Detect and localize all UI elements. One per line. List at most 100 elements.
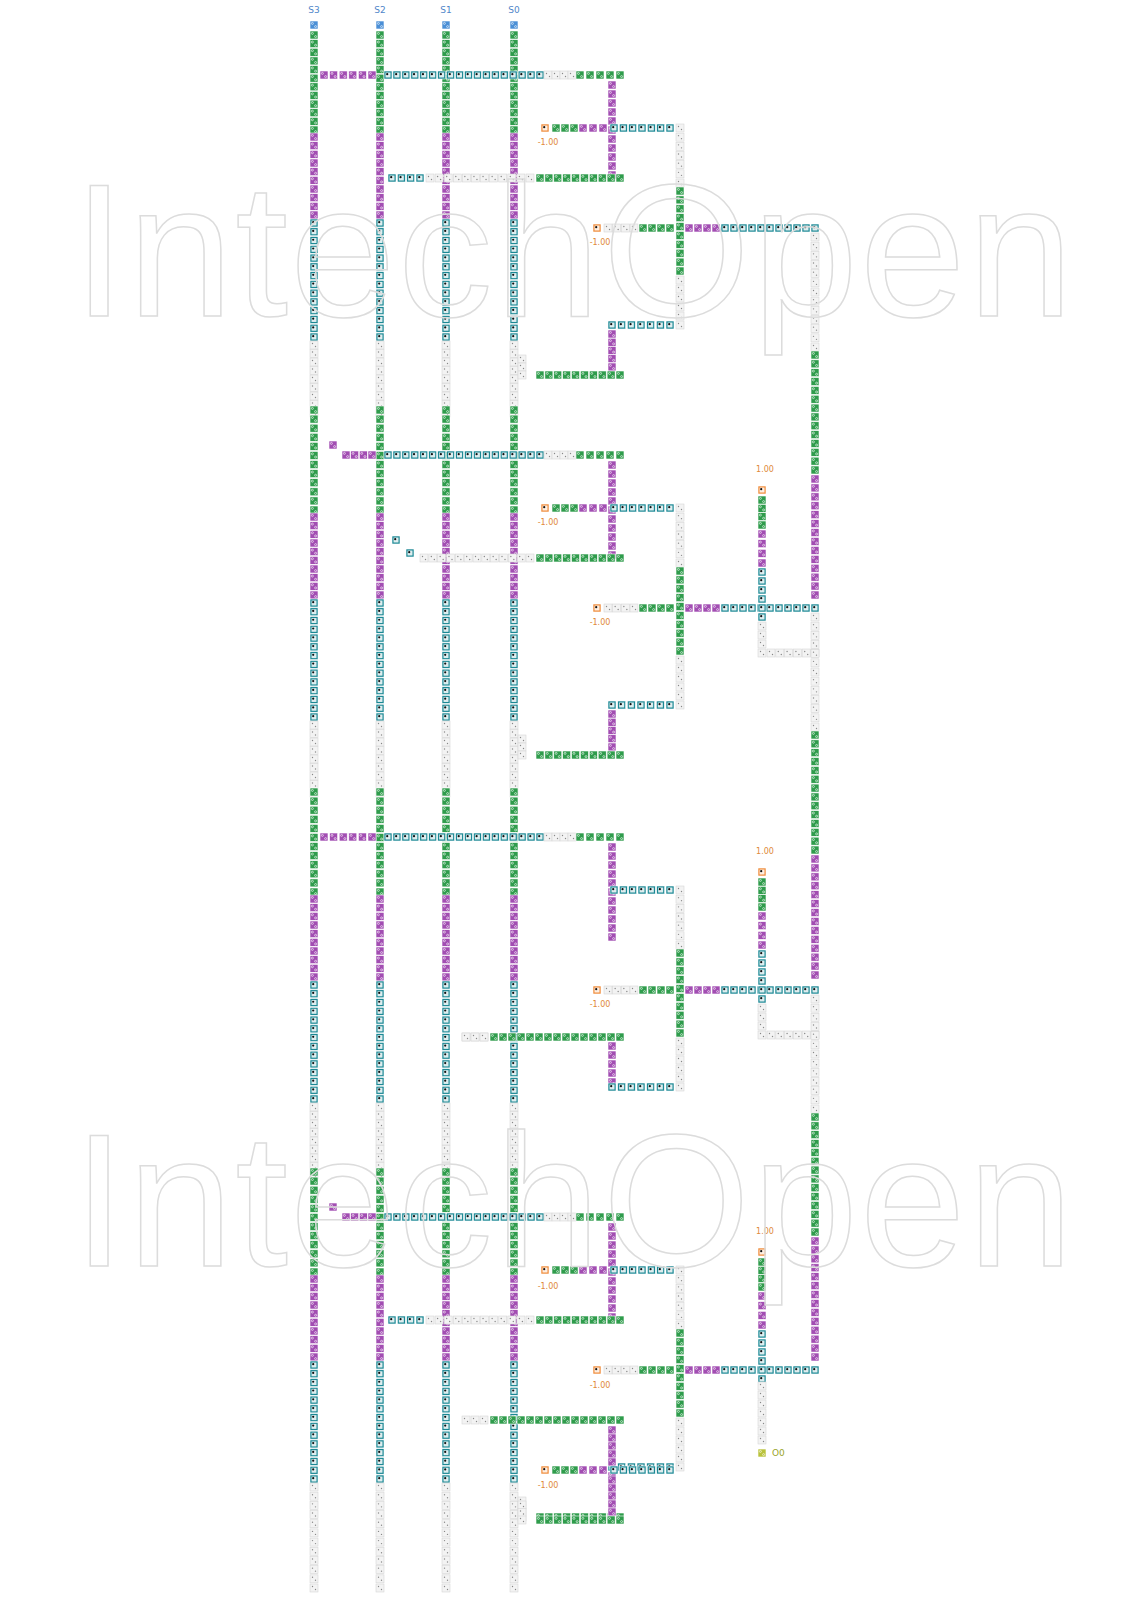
qca-cell bbox=[676, 1074, 684, 1082]
qca-cell bbox=[657, 1466, 665, 1474]
qca-cell bbox=[442, 747, 450, 755]
qca-cell bbox=[758, 1409, 766, 1417]
qca-cell bbox=[811, 846, 819, 854]
qca-cell bbox=[758, 986, 766, 994]
qca-cell bbox=[442, 938, 450, 946]
qca-cell bbox=[510, 461, 518, 469]
qca-cell bbox=[442, 721, 450, 729]
qca-cell bbox=[721, 1366, 729, 1374]
qca-cell bbox=[554, 751, 562, 759]
qca-cell bbox=[639, 604, 647, 612]
qca-cell bbox=[598, 371, 606, 379]
qca-cell bbox=[608, 1426, 616, 1434]
qca-cell bbox=[339, 71, 347, 79]
qca-cell bbox=[811, 1344, 819, 1352]
qca-cell bbox=[544, 451, 552, 459]
qca-cell bbox=[775, 986, 783, 994]
qca-cell bbox=[500, 554, 508, 562]
qca-cell bbox=[802, 604, 810, 612]
qca-cell bbox=[376, 956, 384, 964]
qca-cell bbox=[310, 608, 318, 616]
qca-cell bbox=[572, 371, 580, 379]
qca-cell bbox=[342, 451, 350, 459]
qca-cell bbox=[510, 755, 518, 763]
qca-cell bbox=[442, 843, 450, 851]
qca-cell bbox=[310, 1529, 318, 1537]
qca-cell bbox=[456, 71, 464, 79]
qca-cell bbox=[310, 747, 318, 755]
qca-cell bbox=[490, 1416, 498, 1424]
qca-cell bbox=[397, 1316, 405, 1324]
qca-cell bbox=[442, 83, 450, 91]
qca-cell bbox=[593, 986, 601, 994]
qca-cell bbox=[676, 629, 684, 637]
qca-cell bbox=[629, 504, 637, 512]
qca-cell bbox=[576, 833, 584, 841]
qca-cell bbox=[811, 873, 819, 881]
qca-cell bbox=[376, 1466, 384, 1474]
qca-cell bbox=[627, 1083, 635, 1091]
polarization-value: 1.00 bbox=[756, 466, 774, 474]
qca-cell bbox=[510, 843, 518, 851]
qca-cell bbox=[758, 1339, 766, 1347]
qca-cell bbox=[811, 511, 819, 519]
qca-cell bbox=[376, 1414, 384, 1422]
qca-cell bbox=[610, 124, 618, 132]
qca-cell bbox=[544, 1033, 552, 1041]
qca-cell bbox=[376, 747, 384, 755]
qca-cell bbox=[411, 451, 419, 459]
qca-cell bbox=[510, 375, 518, 383]
qca-cell bbox=[510, 1051, 518, 1059]
qca-cell bbox=[811, 502, 819, 510]
qca-cell bbox=[608, 461, 616, 469]
qca-cell bbox=[310, 83, 318, 91]
qca-cell bbox=[310, 981, 318, 989]
qca-cell bbox=[442, 608, 450, 616]
qca-cell bbox=[376, 1566, 384, 1574]
qca-cell bbox=[384, 833, 392, 841]
qca-cell bbox=[376, 513, 384, 521]
qca-cell bbox=[310, 1501, 318, 1509]
qca-cell bbox=[545, 1516, 553, 1524]
qca-cell bbox=[758, 1366, 766, 1374]
qca-cell bbox=[310, 1575, 318, 1583]
qca-cell bbox=[442, 574, 450, 582]
qca-cell bbox=[560, 833, 568, 841]
qca-cell bbox=[579, 124, 587, 132]
qca-cell bbox=[510, 433, 518, 441]
qca-cell bbox=[510, 687, 518, 695]
qca-cell bbox=[758, 1022, 766, 1030]
qca-cell bbox=[811, 962, 819, 970]
qca-cell bbox=[310, 522, 318, 530]
qca-cell bbox=[442, 870, 450, 878]
qca-cell bbox=[802, 986, 810, 994]
qca-cell bbox=[376, 852, 384, 860]
qca-cell bbox=[510, 1556, 518, 1564]
qca-cell bbox=[376, 1538, 384, 1546]
qca-cell bbox=[442, 31, 450, 39]
qca-cell bbox=[376, 895, 384, 903]
qca-cell bbox=[676, 1382, 684, 1390]
qca-cell bbox=[426, 1316, 434, 1324]
qca-cell bbox=[310, 660, 318, 668]
qca-cell bbox=[811, 1335, 819, 1343]
qca-cell bbox=[510, 608, 518, 616]
qca-cell bbox=[811, 1366, 819, 1374]
qca-cell bbox=[320, 71, 328, 79]
qca-cell bbox=[666, 1466, 674, 1474]
qca-cell bbox=[676, 976, 684, 984]
qca-cell bbox=[310, 1556, 318, 1564]
qca-cell bbox=[526, 554, 534, 562]
qca-cell bbox=[536, 554, 544, 562]
qca-cell bbox=[811, 369, 819, 377]
qca-cell bbox=[510, 599, 518, 607]
qca-cell bbox=[509, 833, 517, 841]
qca-cell bbox=[676, 1391, 684, 1399]
qca-cell bbox=[784, 604, 792, 612]
qca-cell bbox=[500, 833, 508, 841]
qca-cell bbox=[676, 1329, 684, 1337]
qca-cell bbox=[676, 1083, 684, 1091]
qca-cell bbox=[376, 721, 384, 729]
qca-cell bbox=[604, 1366, 612, 1374]
qca-cell bbox=[310, 1379, 318, 1387]
